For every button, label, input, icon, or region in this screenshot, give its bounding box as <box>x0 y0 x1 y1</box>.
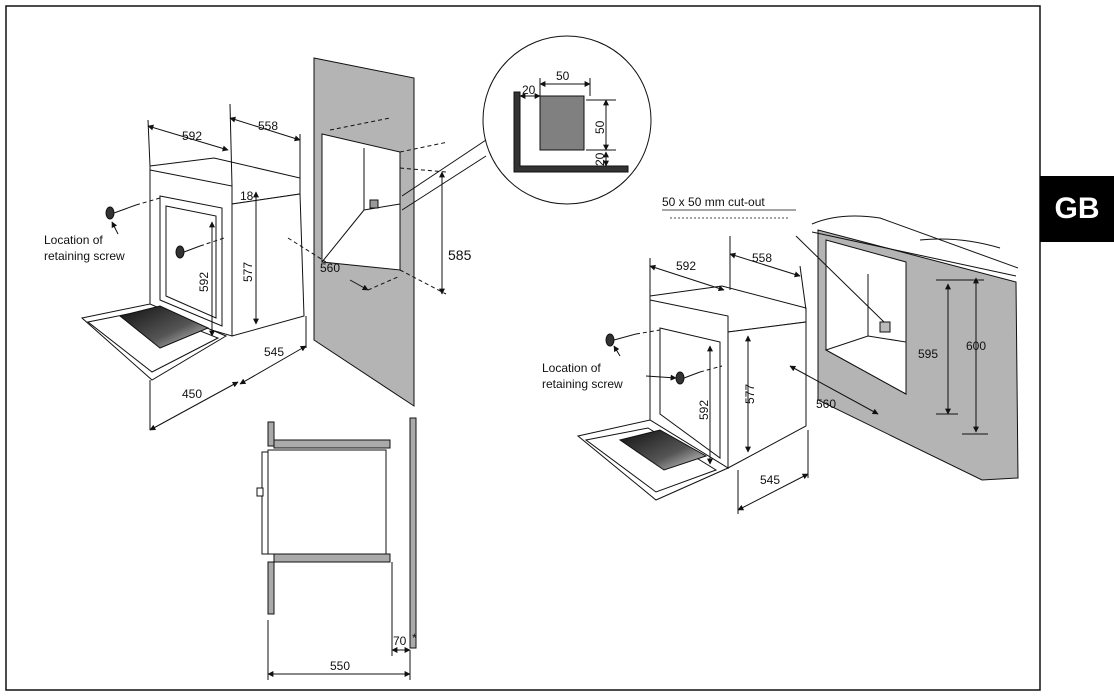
right-oven-side <box>727 321 807 469</box>
cutout-label: 50 x 50 mm cut-out <box>662 195 765 209</box>
detail-bottom-label: 20 <box>593 152 607 166</box>
plan-handle <box>256 487 264 497</box>
plan-gap-label: 70 <box>393 634 407 648</box>
detail-top-label: 50 <box>556 69 570 83</box>
right-door-glass <box>618 429 708 471</box>
right-cutout-square <box>879 321 891 333</box>
detail-side-label: 50 <box>593 120 607 134</box>
right-depth-label: 558 <box>752 251 772 265</box>
right-opening-width-label: 560 <box>816 397 836 411</box>
retaining-screw-icon <box>605 329 661 347</box>
right-screw-label-line1: Location of <box>542 361 601 375</box>
detail-cutout-square <box>539 95 585 151</box>
left-screw-label-line1: Location of <box>44 233 103 247</box>
left-height-label: 577 <box>241 262 255 282</box>
left-opening-height-label: 585 <box>448 247 472 263</box>
retaining-screw-icon <box>105 197 161 220</box>
detail-left-label: 20 <box>522 83 536 97</box>
left-oven-diagram <box>80 57 449 431</box>
right-height-label: 577 <box>743 384 757 404</box>
niche-opening <box>321 133 401 271</box>
language-tab-label: GB <box>1054 192 1100 225</box>
left-inner-height-label: 592 <box>197 272 211 292</box>
left-body-depth-label: 545 <box>264 345 284 359</box>
right-body-depth-label: 545 <box>760 473 780 487</box>
retaining-screw-icon <box>675 365 723 385</box>
left-door-depth-label: 450 <box>182 387 202 401</box>
plan-bottom-shelf <box>273 553 391 563</box>
plan-oven-body <box>267 449 387 555</box>
cutout-detail <box>401 35 652 211</box>
right-inner-height-label: 592 <box>697 400 711 420</box>
right-width-label: 592 <box>676 259 696 273</box>
language-tab-gb: GB <box>1040 176 1114 242</box>
detail-corner <box>513 91 629 173</box>
left-screw-label-line2: retaining screw <box>44 249 125 263</box>
left-panel-label: 18 <box>240 189 254 203</box>
plan-total-depth-label: 550 <box>330 659 350 673</box>
plan-view <box>256 417 417 680</box>
left-opening-width-label: 560 <box>320 261 340 275</box>
right-opening-600-label: 600 <box>966 339 986 353</box>
right-oven-diagram <box>576 215 1019 514</box>
door-glass <box>118 305 210 349</box>
plan-top-shelf <box>273 439 391 449</box>
left-depth-label: 558 <box>258 119 278 133</box>
page-border <box>5 5 1041 691</box>
plan-asterisk: * <box>412 631 417 645</box>
right-screw-label-line2: retaining screw <box>542 377 623 391</box>
retaining-screw-icon <box>175 237 225 259</box>
left-width-label: 592 <box>182 129 202 143</box>
right-opening-595-label: 595 <box>918 347 938 361</box>
plan-wall <box>409 417 417 649</box>
left-cutout-square <box>369 199 379 209</box>
